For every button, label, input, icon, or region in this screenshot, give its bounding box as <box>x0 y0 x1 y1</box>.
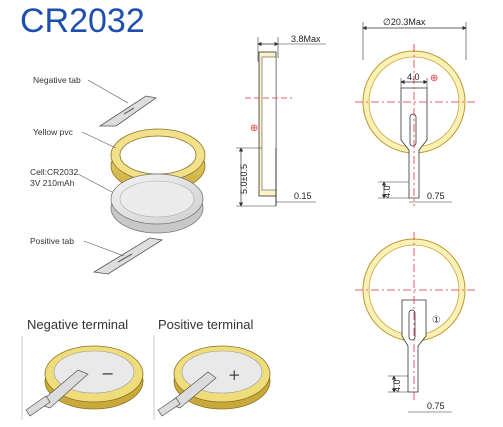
dim-front-diameter: ∅20.3Max <box>383 17 426 27</box>
front-view-drawing: ∅20.3Max ⊕ 4.0 4.0 0.75 <box>355 17 475 206</box>
leader-positive-tab <box>83 240 125 257</box>
label-cell-rating: 3V 210mAh <box>30 178 75 188</box>
heading-negative-terminal: Negative terminal <box>27 317 128 332</box>
negative-tab-part <box>98 95 157 127</box>
dim-side-tab: 0.15 <box>294 191 312 201</box>
dim-back-tab-height: 4.0 <box>392 379 402 392</box>
side-plus-symbol: ⊕ <box>250 123 258 134</box>
dim-front-tab-width: 4.0 <box>407 72 420 82</box>
coin-cell <box>110 173 204 234</box>
back-minus-symbol: ① <box>432 315 441 326</box>
positive-terminal-view: + <box>157 345 271 417</box>
dim-front-tab-thickness: 0.75 <box>427 191 445 201</box>
label-positive-tab: Positive tab <box>30 236 74 246</box>
label-cell-model: Cell:CR2032 <box>30 167 78 177</box>
heading-positive-terminal: Positive terminal <box>158 317 253 332</box>
label-negative-tab: Negative tab <box>33 75 81 85</box>
plus-sign: + <box>228 366 241 384</box>
dim-front-tab-height: 4.0 <box>382 185 392 198</box>
positive-tab-part <box>92 237 164 275</box>
back-view-drawing: ① 4.0 0.75 <box>355 232 475 413</box>
label-yellow-pvc: Yellow pvc <box>33 127 74 137</box>
front-plus-symbol: ⊕ <box>430 73 438 84</box>
exploded-view: Negative tab Yellow pvc Cell:CR2032 3V 2… <box>30 75 206 275</box>
dim-side-height: 5.0±0.5 <box>239 164 249 194</box>
dim-side-thickness: 3.8Max <box>291 34 321 44</box>
leader-yellow-pvc <box>81 131 117 149</box>
leader-cell <box>77 173 113 193</box>
dim-back-tab-thickness: 0.75 <box>427 401 445 411</box>
negative-terminal-view: − <box>25 345 144 417</box>
side-view-drawing: 3.8Max ⊕ 5.0±0.5 0.15 <box>236 34 326 207</box>
page-title: CR2032 <box>20 2 145 40</box>
minus-sign: − <box>101 364 114 383</box>
leader-negative-tab <box>87 79 129 104</box>
